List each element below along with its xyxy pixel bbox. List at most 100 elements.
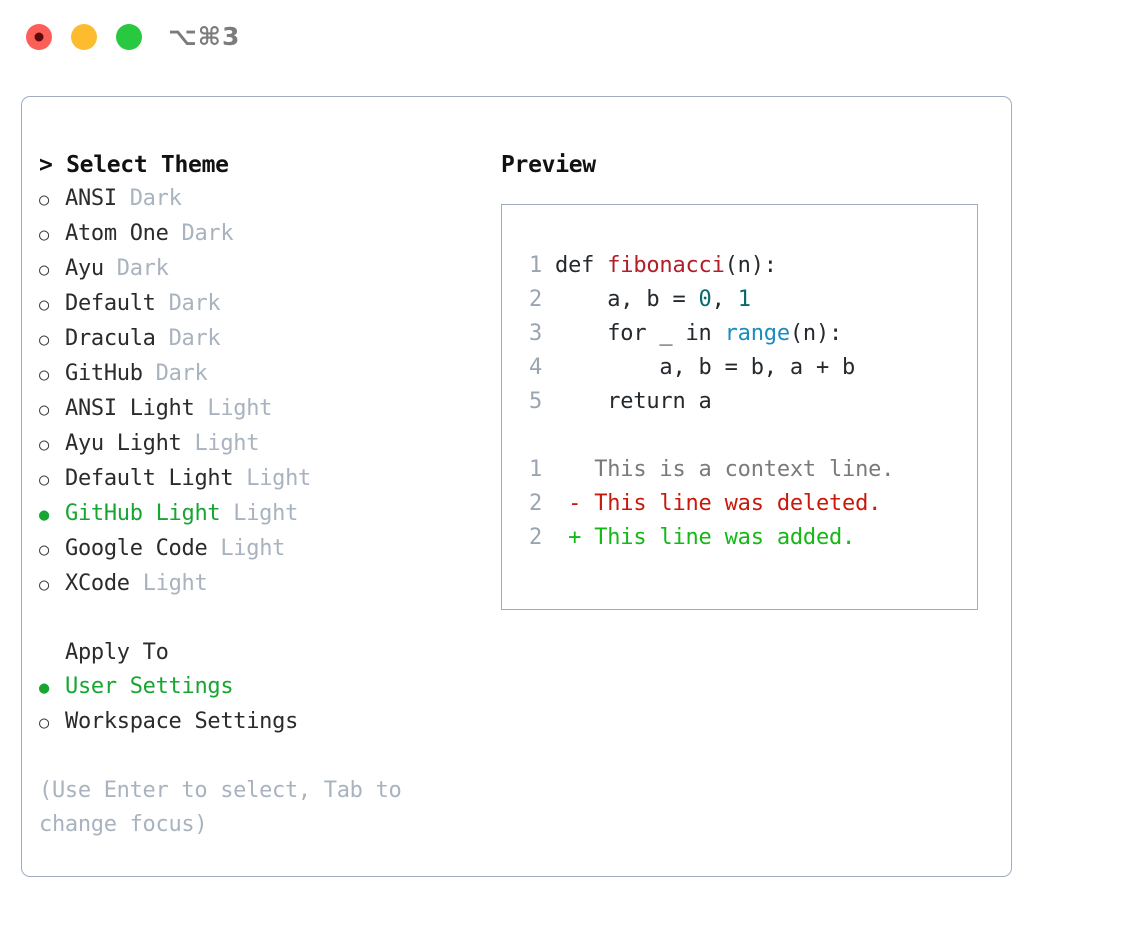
theme-variant-tag: Dark — [155, 361, 208, 386]
theme-variant-tag: Light — [220, 536, 286, 561]
diff-text: This line was deleted. — [594, 491, 882, 516]
apply-to-options: User SettingsWorkspace Settings — [39, 670, 469, 740]
theme-name: Ayu — [65, 256, 104, 281]
code-token-call: range — [724, 321, 790, 346]
theme-item[interactable]: Ayu Light Light — [39, 427, 469, 462]
code-token-plain: , — [711, 287, 738, 312]
code-token-plain: return a — [555, 389, 712, 414]
maximize-button-icon[interactable] — [116, 24, 142, 50]
apply-to-option[interactable]: Workspace Settings — [39, 705, 469, 740]
close-button-icon[interactable] — [26, 24, 52, 50]
code-token-plain: a, b = — [555, 287, 699, 312]
keyboard-hint-text: (Use Enter to select, Tab to change focu… — [39, 778, 402, 837]
theme-name: Default Light — [65, 466, 234, 491]
diff-text: This is a context line. — [594, 457, 895, 482]
theme-item[interactable]: GitHub Light Light — [39, 497, 469, 532]
code-token-fn: fibonacci — [607, 253, 725, 278]
code-line: 4 a, b = b, a + b — [516, 351, 971, 385]
code-token-plain: def — [555, 253, 608, 278]
diff-marker: + — [568, 525, 595, 550]
code-token-plain: (n): — [789, 321, 843, 346]
apply-to-option-label: Workspace Settings — [65, 709, 299, 734]
theme-item[interactable]: Google Code Light — [39, 532, 469, 567]
apply-to-option-label: User Settings — [65, 674, 234, 699]
traffic-light-group — [26, 24, 142, 50]
diff-marker — [568, 457, 594, 482]
radio-unselected-icon — [39, 532, 65, 567]
theme-item[interactable]: Dracula Dark — [39, 322, 469, 357]
diff-sample: 1 This is a context line.2 - This line w… — [516, 453, 971, 555]
apply-to-heading: Apply To — [65, 640, 169, 665]
theme-name: Default — [65, 291, 156, 316]
radio-unselected-icon — [39, 567, 65, 602]
radio-unselected-icon — [39, 182, 65, 217]
theme-item[interactable]: Ayu Dark — [39, 252, 469, 287]
preview-column: Preview 1 def fibonacci(n):2 a, b = 0, 1… — [501, 148, 991, 610]
keyboard-shortcut-label: ⌥⌘3 — [168, 22, 241, 51]
code-token-plain: (n): — [724, 253, 777, 278]
code-line: 5 return a — [516, 385, 971, 419]
theme-variant-tag: Dark — [116, 256, 169, 281]
diff-line: 2 + This line was added. — [516, 521, 971, 555]
code-token-plain: a, b = b, a + b — [555, 355, 856, 380]
theme-variant-tag: Light — [233, 501, 299, 526]
theme-variant-tag: Light — [246, 466, 311, 491]
minimize-button-icon[interactable] — [71, 24, 97, 50]
theme-item[interactable]: Atom One Dark — [39, 217, 469, 252]
theme-variant-tag: Dark — [168, 326, 221, 351]
theme-name: Atom One — [65, 221, 169, 246]
theme-variant-tag: Light — [142, 571, 208, 596]
radio-unselected-icon — [39, 427, 65, 462]
theme-item[interactable]: ANSI Dark — [39, 182, 469, 217]
radio-selected-icon — [39, 670, 65, 705]
code-token-plain: for _ in — [555, 321, 725, 346]
line-number: 5 — [528, 389, 542, 414]
line-number: 2 — [528, 491, 542, 516]
list-spacer — [39, 602, 469, 636]
line-number: 3 — [528, 321, 542, 346]
theme-variant-tag: Dark — [129, 186, 182, 211]
preview-heading: Preview — [501, 152, 596, 178]
theme-variant-tag: Light — [194, 431, 260, 456]
theme-name: ANSI Light — [65, 396, 195, 421]
window-titlebar: ⌥⌘3 — [0, 0, 1140, 78]
theme-item[interactable]: Default Dark — [39, 287, 469, 322]
theme-name: Ayu Light — [65, 431, 182, 456]
theme-name: ANSI — [65, 186, 117, 211]
radio-unselected-icon — [39, 462, 65, 497]
theme-item[interactable]: Default Light Light — [39, 462, 469, 497]
main-panel: > Select Theme ANSI DarkAtom One DarkAyu… — [21, 96, 1012, 877]
select-theme-heading: > Select Theme — [39, 152, 229, 178]
theme-name: GitHub Light — [65, 501, 221, 526]
theme-item[interactable]: ANSI Light Light — [39, 392, 469, 427]
code-line: 1 def fibonacci(n): — [516, 249, 971, 283]
theme-picker-column: > Select Theme ANSI DarkAtom One DarkAyu… — [39, 148, 469, 842]
radio-unselected-icon — [39, 357, 65, 392]
line-number: 1 — [528, 253, 542, 278]
radio-unselected-icon — [39, 252, 65, 287]
line-number: 4 — [528, 355, 542, 380]
code-line: 2 a, b = 0, 1 — [516, 283, 971, 317]
theme-name: Google Code — [65, 536, 208, 561]
apply-to-option[interactable]: User Settings — [39, 670, 469, 705]
theme-name: Dracula — [65, 326, 156, 351]
radio-unselected-icon — [39, 322, 65, 357]
radio-unselected-icon — [39, 392, 65, 427]
theme-item[interactable]: GitHub Dark — [39, 357, 469, 392]
theme-list: ANSI DarkAtom One DarkAyu DarkDefault Da… — [39, 182, 469, 602]
theme-variant-tag: Dark — [181, 221, 234, 246]
radio-unselected-icon — [39, 705, 65, 740]
theme-item[interactable]: XCode Light — [39, 567, 469, 602]
theme-name: GitHub — [65, 361, 143, 386]
diff-text: This line was added. — [594, 525, 856, 550]
code-token-num: 1 — [737, 287, 751, 312]
code-token-num: 0 — [698, 287, 712, 312]
theme-variant-tag: Dark — [168, 291, 221, 316]
theme-variant-tag: Light — [207, 396, 273, 421]
diff-line: 1 This is a context line. — [516, 453, 971, 487]
code-diff-separator — [516, 419, 971, 453]
line-number: 2 — [528, 287, 542, 312]
